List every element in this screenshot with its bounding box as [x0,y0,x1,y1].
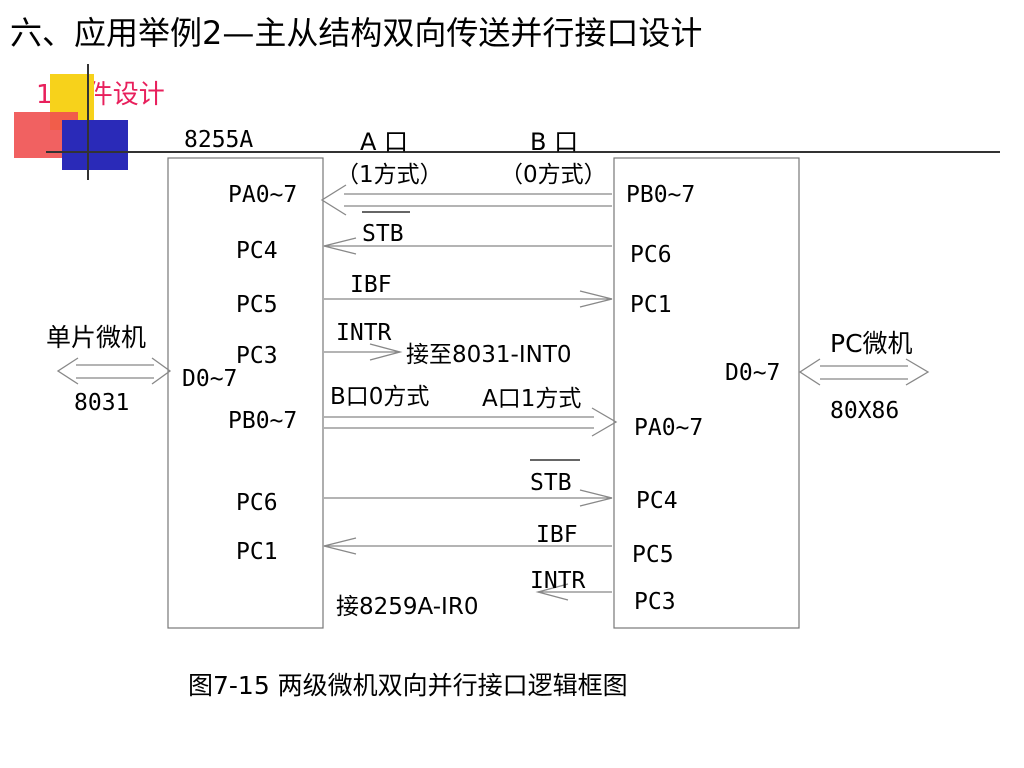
arrow-ibf-bottom [323,537,612,555]
arrow-mcu-data-bus [56,357,172,385]
right-data-label: D0~7 [725,360,780,386]
arrow-pc-data-bus [798,358,930,386]
right-pa-label: PA0~7 [634,415,703,441]
port-b-mode: （0方式） [500,162,607,188]
left-chip-label: 8255A [184,127,253,153]
mode-note-b: B口0方式 [330,384,429,410]
signal-stb-bottom: STB [530,470,572,496]
left-pc3-label: PC3 [236,343,278,369]
arrow-port-b-to-port-a-lower [324,407,618,437]
right-pc1-label: PC1 [630,292,672,318]
mcu-name: 单片微机 [46,323,146,352]
right-pb-label: PB0~7 [626,182,695,208]
arrow-intr-top [324,343,403,361]
signal-intr-top: INTR [336,320,392,346]
port-a-header: A 口 [360,128,408,156]
right-pc5-label: PC5 [632,542,674,568]
ir0-note: 接8259A-IR0 [336,594,478,620]
pc-model: 80X86 [830,398,899,424]
left-8255a-box [167,157,324,629]
signal-ibf-top: IBF [350,272,392,298]
left-pc6-label: PC6 [236,490,278,516]
int0-note: 接至8031-INT0 [406,342,572,368]
signal-ibf-bottom: IBF [536,522,578,548]
arrow-port-b-to-port-a [320,184,612,216]
arrow-intr-bottom [535,583,612,601]
arrow-ibf-top [324,290,613,308]
signal-stb-top: STB [362,221,404,247]
arrow-stb-bottom [324,489,613,507]
port-a-mode: （1方式） [336,162,443,188]
port-b-header: B 口 [530,128,578,156]
mode-note-a: A口1方式 [482,386,581,412]
right-8255a-box [613,157,800,629]
deco-blue-square [62,120,128,170]
right-pc3-label: PC3 [634,589,676,615]
left-pc1-label: PC1 [236,539,278,565]
left-pc4-label: PC4 [236,238,278,264]
left-pa-label: PA0~7 [228,182,297,208]
mcu-model: 8031 [74,390,129,416]
left-pb-label: PB0~7 [228,408,297,434]
signal-intr-bottom: INTR [530,568,586,594]
left-pc5-label: PC5 [236,292,278,318]
left-data-label: D0~7 [182,366,237,392]
arrow-stb-top [323,237,612,255]
figure-caption: 图7-15 两级微机双向并行接口逻辑框图 [188,671,628,700]
pc-name: PC微机 [830,329,913,358]
corner-decoration [14,64,1000,180]
right-pc6-label: PC6 [630,242,672,268]
right-pc4-label: PC4 [636,488,678,514]
page-title: 六、应用举例2—主从结构双向传送并行接口设计 [10,14,703,52]
